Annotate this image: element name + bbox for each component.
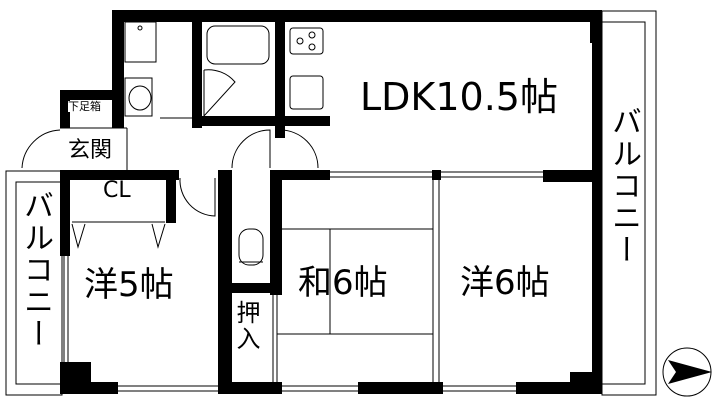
room-label-western-5: 洋5帖 — [84, 265, 174, 305]
room-label-oshiire: 押入 — [232, 300, 260, 352]
north-arrow-icon — [662, 347, 712, 397]
room-label-closet: CL — [103, 178, 131, 203]
walls — [60, 10, 602, 394]
room-label-entrance: 玄関 — [68, 138, 113, 163]
room-label-japanese-6: 和6帖 — [298, 263, 388, 303]
balcony-right-label: バルコニー — [606, 106, 641, 266]
room-label-ldk: LDK10.5帖 — [360, 75, 558, 119]
room-label-shoe-box: 下足箱 — [68, 100, 101, 113]
room-label-western-6: 洋6帖 — [460, 263, 550, 303]
balcony-left-label: バルコニー — [18, 190, 53, 350]
